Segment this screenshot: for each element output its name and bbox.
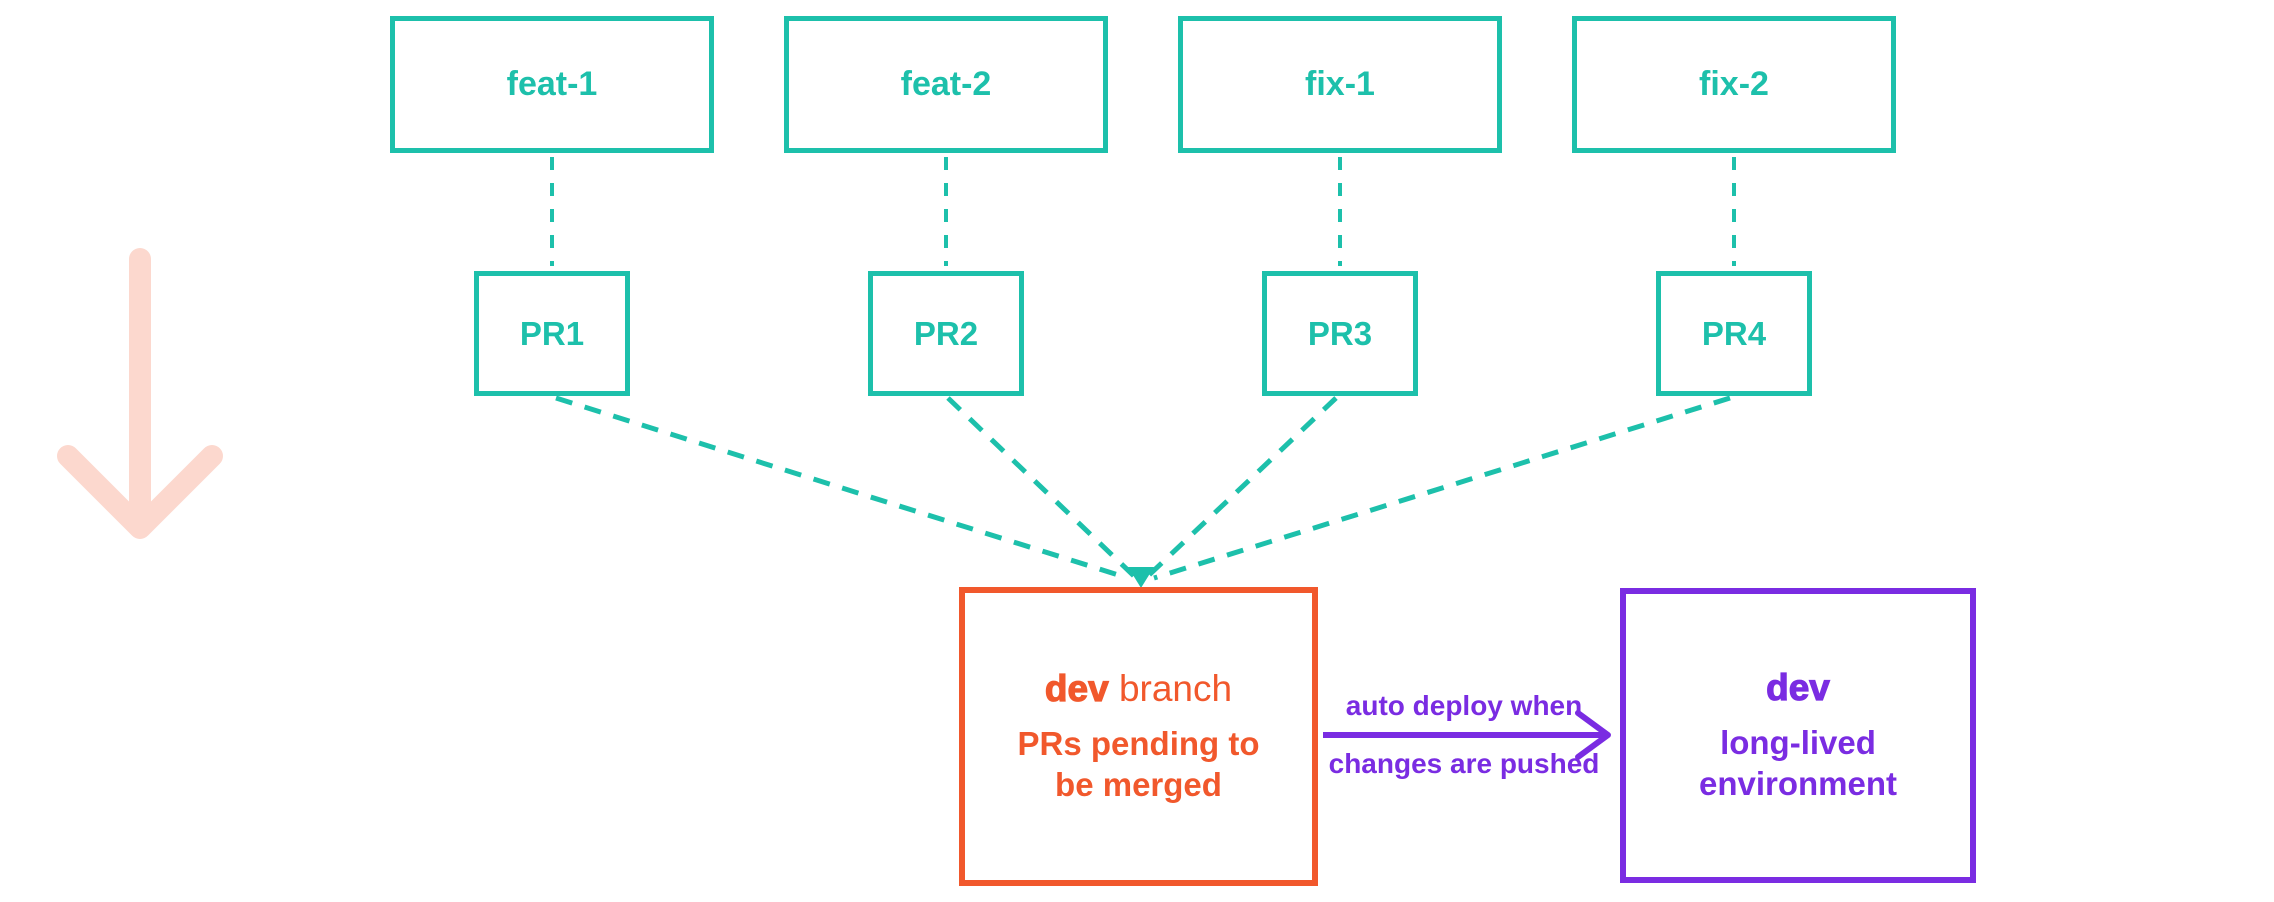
fix-branch-box: fix-1 — [1178, 16, 1502, 153]
dev-branch-title-rest: branch — [1118, 667, 1233, 709]
deploy-arrow-label-line2: changes are pushed — [1328, 748, 1600, 779]
dev-branch-title-emphasis: dev — [1044, 667, 1109, 709]
dev-environment-title-text: dev — [1766, 666, 1831, 708]
dev-branch-subtitle-line2: be merged — [1055, 765, 1222, 803]
feature-branch-label: feat-2 — [900, 65, 992, 103]
dev-environment-subtitle-line1: long-lived — [1720, 723, 1876, 761]
pull-request-box: PR3 — [1262, 271, 1418, 396]
dev-environment-box: dev long-lived environment — [1620, 588, 1976, 883]
feature-branch-label: feat-1 — [506, 65, 598, 103]
pull-request-box: PR1 — [474, 271, 630, 396]
pr-to-dev-connector — [946, 396, 1136, 578]
pull-request-box: PR4 — [1656, 271, 1812, 396]
dev-branch-title: dev branch — [1044, 667, 1233, 710]
dev-environment-subtitle-line2: environment — [1698, 764, 1898, 802]
feature-branch-box: feat-2 — [784, 16, 1108, 153]
dev-branch-box: dev branch PRs pending to be merged — [959, 587, 1318, 886]
deploy-arrow-label-line1: auto deploy when — [1345, 690, 1583, 721]
dev-environment-title: dev — [1766, 666, 1831, 709]
pull-request-label: PR4 — [1701, 314, 1767, 352]
pull-request-label: PR3 — [1307, 314, 1373, 352]
feature-branch-box: feat-1 — [390, 16, 714, 153]
pull-request-label: PR2 — [913, 314, 979, 352]
pr-to-dev-connector — [1153, 395, 1731, 581]
dev-branch-subtitle: PRs pending to be merged — [1018, 724, 1260, 806]
pull-request-label: PR1 — [519, 314, 585, 352]
fix-branch-box: fix-2 — [1572, 16, 1896, 153]
fix-branch-label: fix-2 — [1699, 65, 1769, 103]
dev-branch-subtitle-line1: PRs pending to — [1017, 724, 1260, 762]
dev-environment-subtitle: long-lived environment — [1699, 723, 1897, 805]
fix-branch-label: fix-1 — [1305, 65, 1375, 103]
down-arrow-icon — [57, 248, 223, 539]
pr-to-dev-connector — [1146, 396, 1338, 578]
pr-to-dev-connector — [555, 395, 1129, 581]
merge-arrowhead-icon — [1128, 567, 1154, 588]
pull-request-box: PR2 — [868, 271, 1024, 396]
